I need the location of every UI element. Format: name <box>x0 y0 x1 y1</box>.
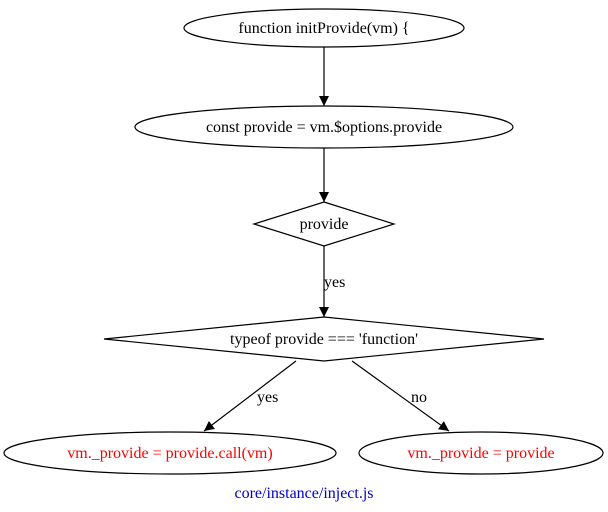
node-provide-direct: vm._provide = provide <box>358 431 604 475</box>
node-function-init-provide: function initProvide(vm) { <box>183 8 465 48</box>
node-check-type-label: typeof provide === 'function' <box>230 331 418 348</box>
node-check-type-shape <box>103 316 545 362</box>
node-call-branch-label: vm._provide = provide.call(vm) <box>67 445 272 462</box>
node-call-branch-shape <box>3 431 337 475</box>
node-assign-label: const provide = vm.$options.provide <box>206 119 442 136</box>
edge-type-to-call-branch <box>203 360 297 432</box>
source-file-caption: core/instance/inject.js <box>234 485 373 502</box>
edge-label-yes-1: yes <box>324 274 345 291</box>
node-provide-call: vm._provide = provide.call(vm) <box>3 431 337 475</box>
node-const-provide: const provide = vm.$options.provide <box>134 105 514 149</box>
node-check-provide-label: provide <box>300 216 349 233</box>
node-direct-branch-label: vm._provide = provide <box>407 445 554 462</box>
edge-type-to-direct-branch <box>351 360 450 432</box>
node-typeof-decision: typeof provide === 'function' <box>103 316 545 362</box>
edge-label-yes-2: yes <box>257 389 278 406</box>
node-start-label: function initProvide(vm) { <box>238 20 409 37</box>
node-provide-decision: provide <box>251 201 397 247</box>
node-direct-branch-shape <box>358 431 604 475</box>
edge-label-no: no <box>411 389 427 406</box>
